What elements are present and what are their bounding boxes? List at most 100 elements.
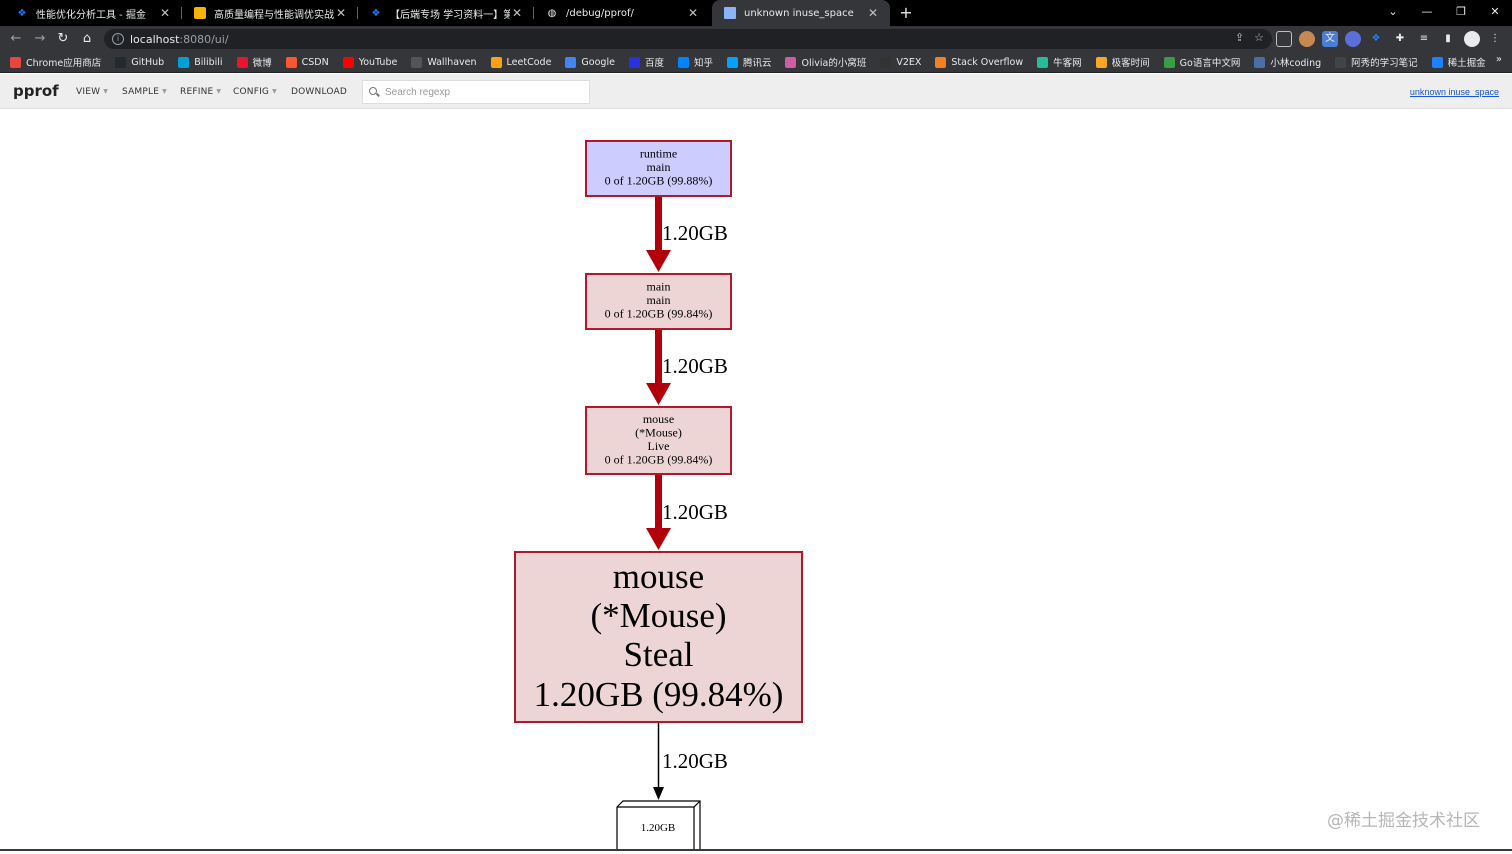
- bookmark-favicon-icon: [115, 56, 127, 68]
- bookmark-item[interactable]: Chrome应用商店: [10, 55, 101, 69]
- graph-node-runtime-main[interactable]: runtime main 0 of 1.20GB (99.88%): [585, 140, 732, 197]
- menu-sample[interactable]: SAMPLE▼: [122, 87, 167, 97]
- avatar[interactable]: [1464, 31, 1480, 47]
- node-label: 0 of 1.20GB (99.84%): [605, 453, 713, 467]
- tab-juejin[interactable]: ❖ 性能优化分析工具 - 掘金 ✕: [4, 0, 182, 26]
- edge-label: 1.20GB: [662, 749, 728, 773]
- bookmark-item[interactable]: 腾讯云: [726, 55, 771, 69]
- bookmark-label: GitHub: [131, 56, 165, 68]
- caret-down-icon: ▼: [103, 88, 109, 95]
- node-label: (*Mouse): [635, 426, 682, 440]
- extension-icon[interactable]: [1345, 31, 1361, 47]
- bookmark-item[interactable]: 极客时间: [1095, 55, 1150, 69]
- bookmark-label: 牛客网: [1053, 58, 1082, 69]
- menu-refine[interactable]: REFINE▼: [180, 87, 221, 97]
- bookmark-label: 知乎: [693, 58, 713, 69]
- bookmark-label: 极客时间: [1111, 58, 1150, 69]
- tab-inuse-space[interactable]: unknown inuse_space ✕: [712, 0, 890, 26]
- juejin-extension-icon[interactable]: ❖: [1371, 33, 1381, 44]
- bookmark-favicon-icon: [1037, 56, 1049, 68]
- bookmark-favicon-icon: [677, 56, 689, 68]
- tab-search-icon[interactable]: ⌄: [1388, 5, 1398, 18]
- back-icon[interactable]: ←: [10, 31, 22, 46]
- graph-edge[interactable]: 1.20GB: [646, 330, 728, 405]
- bookmark-item[interactable]: 阿秀的学习笔记: [1335, 55, 1418, 69]
- bookmark-label: CSDN: [301, 56, 329, 68]
- bookmark-item[interactable]: Bilibili: [178, 56, 223, 68]
- new-tab-button[interactable]: +: [899, 3, 913, 22]
- menu-config[interactable]: CONFIG▼: [233, 87, 277, 97]
- node-label: 0 of 1.20GB (99.84%): [605, 307, 713, 321]
- page-icon: [724, 7, 736, 19]
- graph-node-mouse-live[interactable]: mouse (*Mouse) Live 0 of 1.20GB (99.84%): [585, 406, 732, 475]
- pprof-logo[interactable]: pprof: [13, 82, 59, 100]
- bookmark-item[interactable]: Google: [565, 56, 615, 68]
- url-path: :8080/ui/: [179, 32, 229, 46]
- tab-backend[interactable]: ❖ 【后端专场 学习资料一】第五届 ✕: [358, 0, 534, 26]
- leaf-label: 1.20GB: [641, 822, 676, 834]
- node-label: main: [647, 160, 671, 174]
- restore-icon[interactable]: ❐: [1456, 5, 1466, 18]
- side-panel-icon[interactable]: ▮: [1445, 33, 1451, 44]
- bookmark-star-icon[interactable]: ☆: [1254, 31, 1264, 44]
- reload-icon[interactable]: ↻: [57, 31, 69, 46]
- translate-icon[interactable]: 文: [1322, 31, 1338, 47]
- bookmark-label: Bilibili: [194, 56, 223, 68]
- bookmark-item[interactable]: Stack Overflow: [935, 56, 1023, 68]
- reading-list-icon[interactable]: ≡: [1419, 33, 1429, 44]
- bookmark-item[interactable]: YouTube: [342, 56, 397, 68]
- extension-icon[interactable]: [1276, 31, 1292, 47]
- tab-separator: [181, 7, 182, 19]
- bookmark-item[interactable]: 小林coding: [1254, 55, 1321, 69]
- menu-kebab-icon[interactable]: ⋮: [1490, 33, 1500, 44]
- extension-icon[interactable]: [1299, 31, 1315, 47]
- site-info-icon[interactable]: i: [112, 33, 124, 45]
- bookmark-item[interactable]: LeetCode: [490, 56, 551, 68]
- address-bar[interactable]: i localhost:8080/ui/ ⇪ ☆: [104, 29, 1272, 49]
- forward-icon[interactable]: →: [34, 31, 46, 46]
- bookmark-label: 阿秀的学习笔记: [1351, 58, 1418, 69]
- node-box: [585, 140, 732, 197]
- bookmark-item[interactable]: Wallhaven: [411, 56, 477, 68]
- close-icon[interactable]: ✕: [335, 6, 347, 20]
- menu-view[interactable]: VIEW▼: [76, 87, 108, 97]
- minimize-icon[interactable]: —: [1421, 5, 1433, 18]
- home-icon[interactable]: ⌂: [82, 31, 92, 46]
- tab-slides[interactable]: 高质量编程与性能调优实战 .ppt ✕: [182, 0, 358, 26]
- tab-debug-pprof[interactable]: ◍ /debug/pprof/ ✕: [534, 0, 710, 26]
- graph-leaf-box[interactable]: 1.20GB: [616, 800, 701, 851]
- close-icon[interactable]: ✕: [687, 6, 699, 20]
- bookmark-item[interactable]: GitHub: [115, 56, 165, 68]
- search-box[interactable]: [362, 80, 590, 104]
- bookmark-item[interactable]: Olivia的小窝班: [785, 55, 866, 69]
- share-icon[interactable]: ⇪: [1234, 31, 1245, 44]
- bookmark-favicon-icon: [880, 56, 892, 68]
- bookmark-item[interactable]: 微博: [236, 55, 272, 69]
- node-label: mouse: [613, 557, 704, 596]
- bookmarks-overflow-icon[interactable]: »: [1495, 54, 1502, 65]
- bookmark-item[interactable]: 知乎: [677, 55, 713, 69]
- window-close-icon[interactable]: ✕: [1490, 5, 1500, 18]
- bookmark-item[interactable]: V2EX: [880, 56, 921, 68]
- juejin-icon: ❖: [17, 7, 27, 19]
- close-icon[interactable]: ✕: [867, 6, 879, 20]
- bookmark-item[interactable]: CSDN: [285, 56, 329, 68]
- bookmark-item[interactable]: 牛客网: [1037, 55, 1082, 69]
- close-icon[interactable]: ✕: [511, 6, 523, 20]
- menu-download[interactable]: DOWNLOAD: [291, 87, 347, 97]
- graph-edge[interactable]: 1.20GB: [653, 723, 728, 800]
- close-icon[interactable]: ✕: [159, 6, 171, 20]
- graph-edge[interactable]: 1.20GB: [646, 475, 728, 550]
- graph-edge[interactable]: 1.20GB: [646, 197, 728, 272]
- graph-node-main-main[interactable]: main main 0 of 1.20GB (99.84%): [585, 273, 732, 330]
- search-input[interactable]: [385, 86, 575, 98]
- bookmark-item[interactable]: Go语言中文网: [1163, 55, 1240, 69]
- edge-label: 1.20GB: [662, 354, 728, 378]
- puzzle-icon[interactable]: ✚: [1395, 33, 1405, 44]
- bookmark-item[interactable]: 百度: [628, 55, 664, 69]
- bookmark-item[interactable]: 稀土掘金: [1431, 55, 1486, 69]
- bookmark-favicon-icon: [1431, 56, 1443, 68]
- profile-title-link[interactable]: unknown inuse_space: [1409, 87, 1499, 97]
- graph-node-mouse-steal[interactable]: mouse (*Mouse) Steal 1.20GB (99.84%): [514, 551, 803, 723]
- bookmark-favicon-icon: [342, 56, 354, 68]
